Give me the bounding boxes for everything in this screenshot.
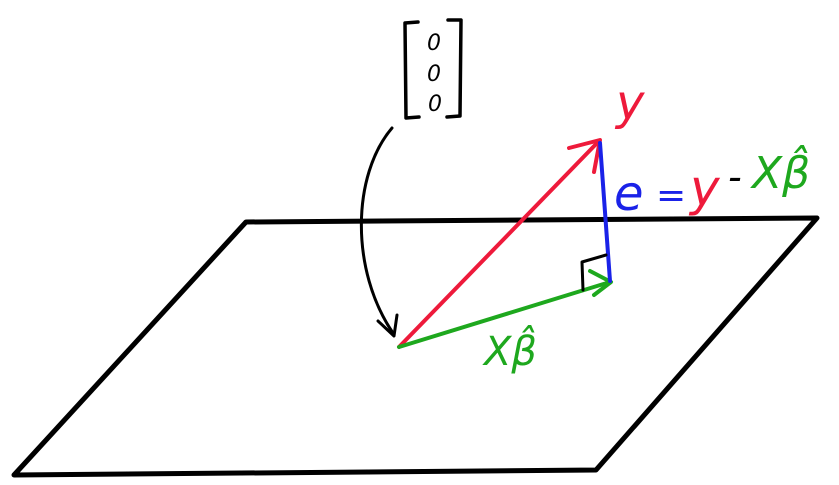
pointer-arrowhead (376, 313, 399, 338)
residual-y-label: y (688, 159, 721, 217)
fitted-vector-line (397, 280, 612, 349)
residual-equals: = (656, 175, 686, 216)
y-vector-arrowhead (567, 138, 602, 174)
origin-pointer-arrow (359, 126, 399, 338)
y-label: y (614, 75, 645, 131)
zero-vector-left-bracket (403, 20, 421, 120)
residual-vector (598, 141, 612, 283)
plane (11, 215, 820, 478)
y-vector-line (397, 139, 601, 349)
fitted-label: Xβ̂ (482, 325, 537, 375)
residual-minus: - (728, 155, 742, 199)
residual-equation: e = y - Xβ̂ (614, 144, 810, 222)
residual-xbeta-label: Xβ̂ (750, 144, 810, 199)
zero-vector-right-bracket (445, 18, 463, 119)
residual-e-label: e (614, 166, 644, 222)
zero-vector: 0 0 0 (403, 18, 463, 120)
y-vector (397, 138, 602, 349)
zero-entry-2: 0 (427, 62, 441, 87)
zero-entry-1: 0 (427, 31, 441, 56)
pointer-curve (359, 126, 395, 335)
zero-entry-3: 0 (428, 92, 442, 117)
right-angle-marker (580, 253, 608, 292)
